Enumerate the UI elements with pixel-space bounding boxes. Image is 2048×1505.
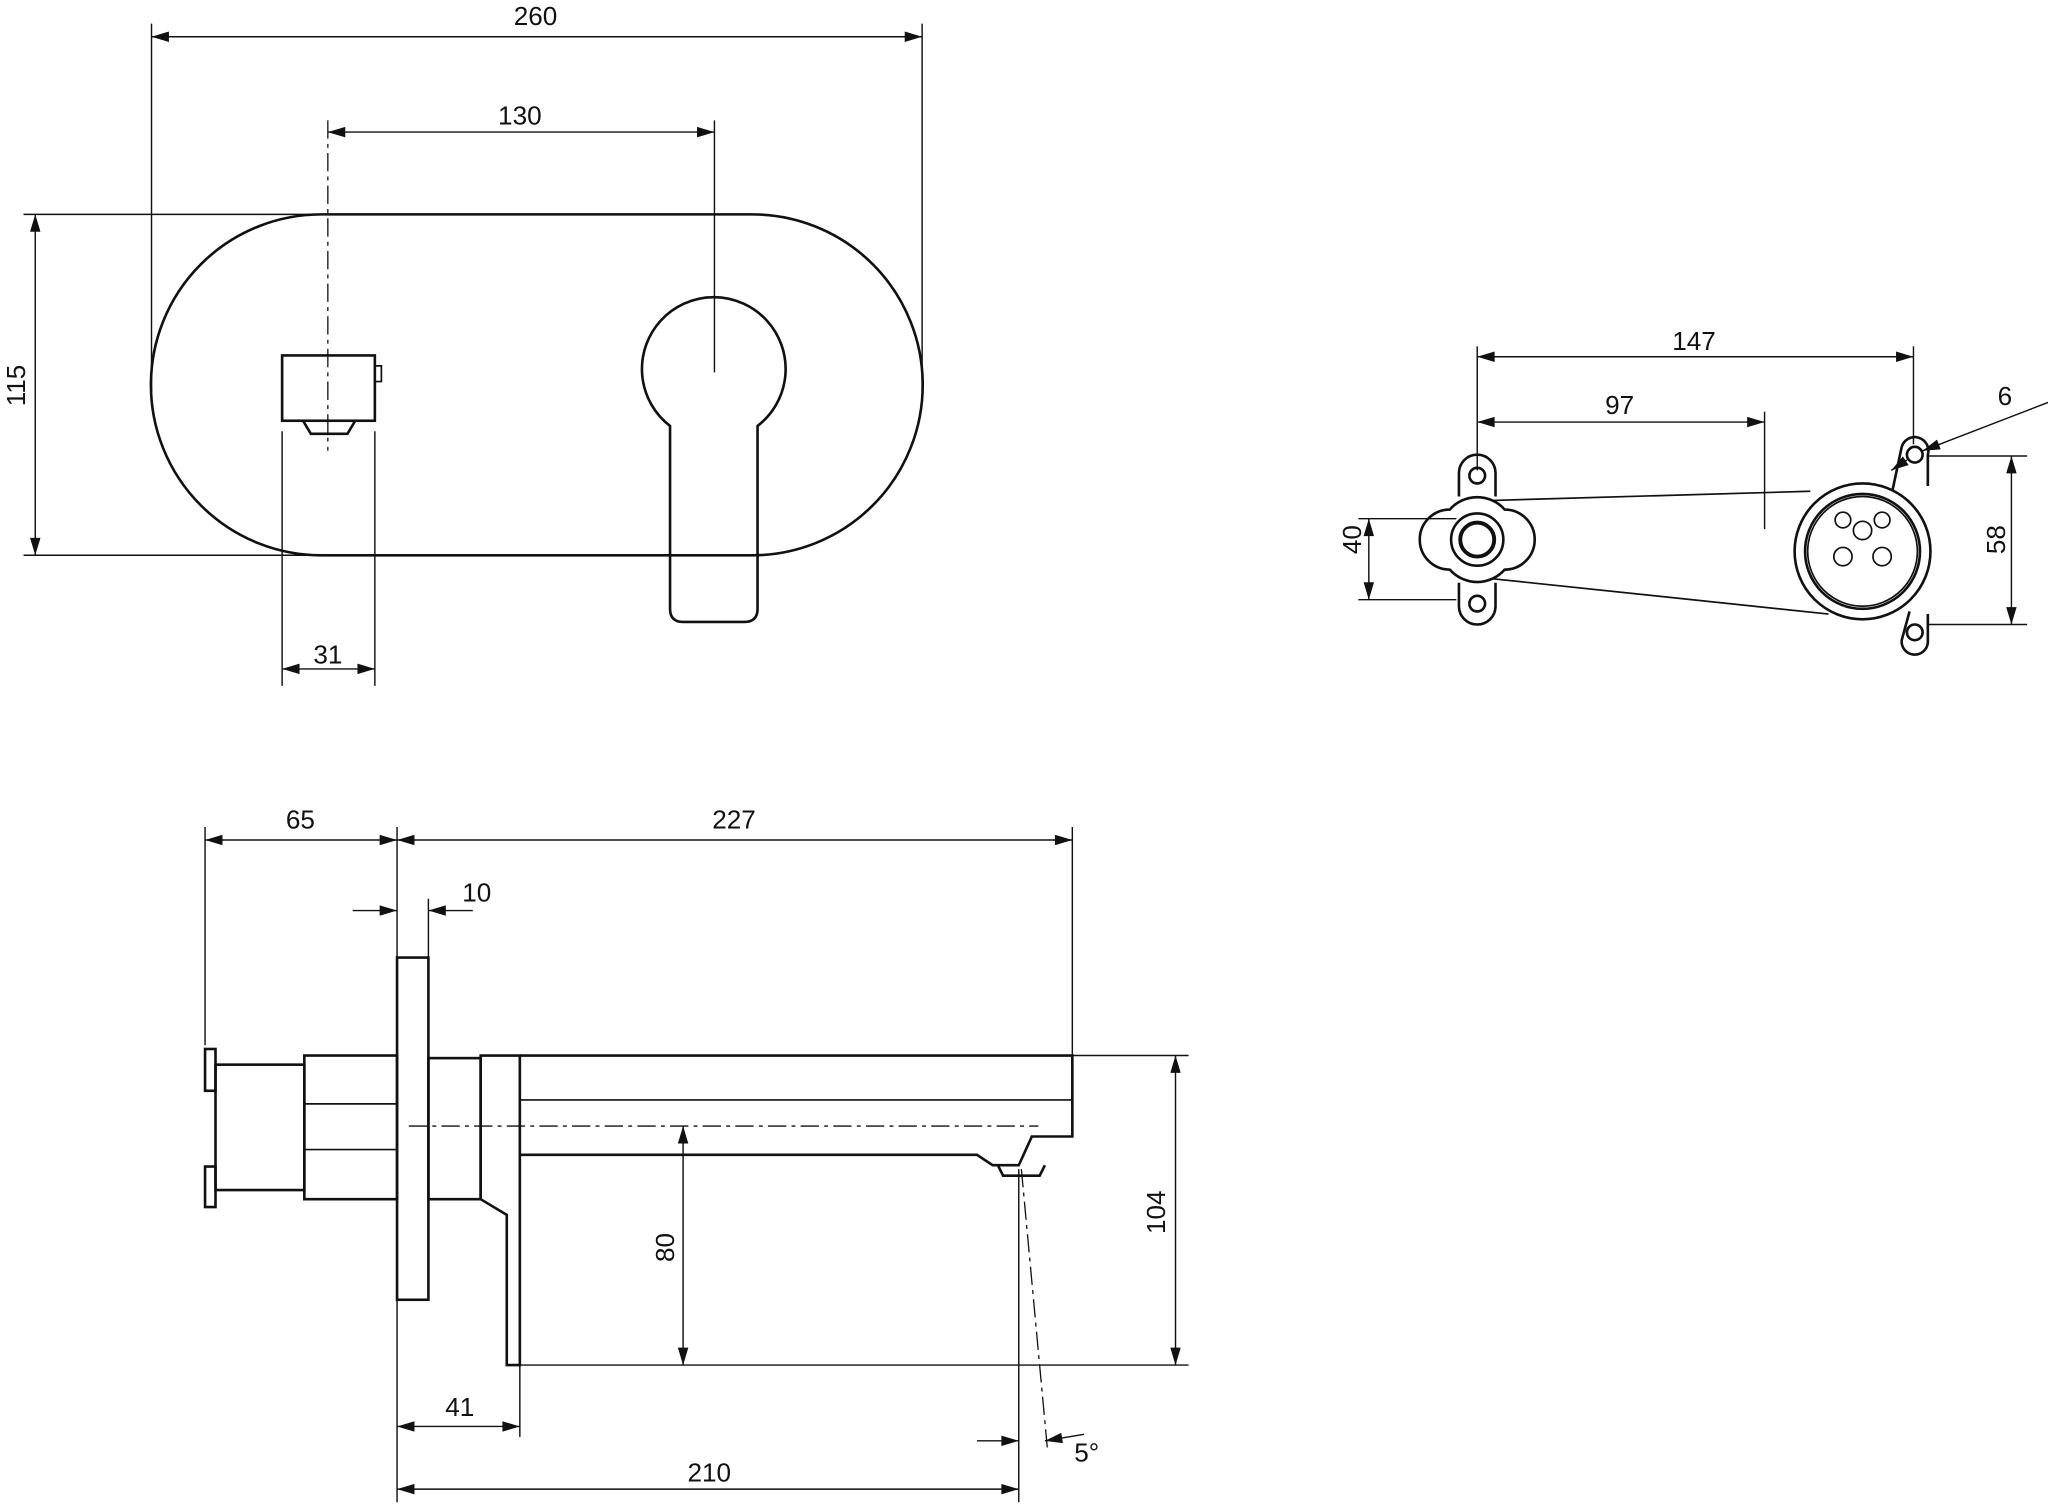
dim-65: 65 <box>286 804 315 834</box>
side-wall-plate <box>395 956 430 1302</box>
dim-6: 6 <box>1998 381 2013 411</box>
dim-31: 31 <box>313 640 342 670</box>
dim-10: 10 <box>462 877 491 907</box>
dim-104: 104 <box>1141 1190 1171 1234</box>
knob-nozzle <box>301 420 357 436</box>
diverter-knob <box>280 354 377 423</box>
wall-plate-outline <box>149 213 925 557</box>
front-view: 260 130 115 31 <box>1 1 925 686</box>
mixer-lever <box>640 295 787 624</box>
dim-58: 58 <box>1981 525 2011 554</box>
dim-147: 147 <box>1672 326 1716 356</box>
dim-41: 41 <box>445 1392 474 1422</box>
dim-227: 227 <box>712 804 756 834</box>
dim-5-degrees: 5° <box>1074 1438 1099 1468</box>
dim-40: 40 <box>1337 525 1367 554</box>
left-flange <box>1457 453 1497 626</box>
plan-view: 147 97 6 40 58 <box>1337 326 2048 656</box>
dim-260: 260 <box>514 1 558 31</box>
dim-80: 80 <box>650 1233 680 1262</box>
side-view: 65 227 10 104 80 41 210 5° <box>203 804 1189 1503</box>
dim-210: 210 <box>687 1457 731 1487</box>
valve-body <box>1793 482 1932 621</box>
dim-130: 130 <box>498 100 542 130</box>
valve-body-side <box>303 1054 399 1201</box>
dim-97: 97 <box>1605 390 1634 420</box>
spout <box>519 1054 1074 1167</box>
lever-side <box>479 1054 522 1367</box>
dim-115: 115 <box>1 365 31 407</box>
